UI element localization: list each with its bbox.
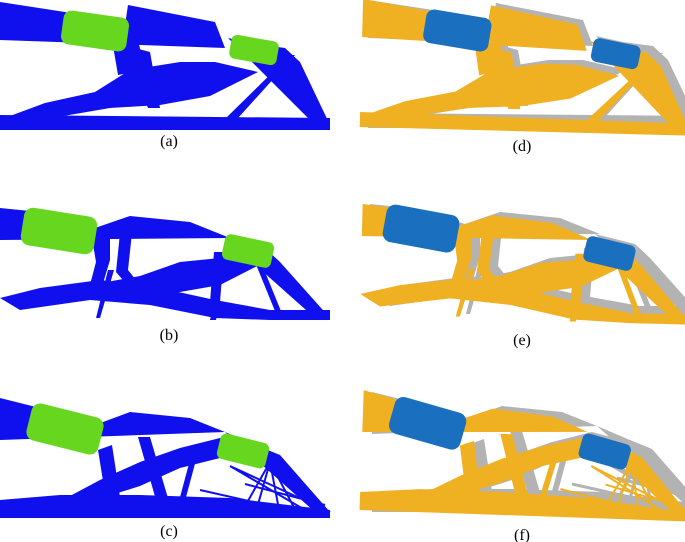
panel-b: (b) [0, 206, 330, 344]
panel-e: (e) [359, 202, 685, 349]
caption-e: (e) [513, 332, 531, 349]
panel-a: (a) [0, 2, 330, 150]
panel-c: (c) [0, 398, 331, 540]
panel-d: (d) [359, 0, 685, 155]
caption-b: (b) [160, 327, 179, 344]
caption-d: (d) [513, 138, 532, 155]
caption-a: (a) [160, 133, 178, 150]
structure-a [0, 2, 330, 130]
panel-f: (f) [359, 390, 685, 542]
caption-c: (c) [160, 523, 178, 540]
caption-f: (f) [514, 527, 530, 542]
